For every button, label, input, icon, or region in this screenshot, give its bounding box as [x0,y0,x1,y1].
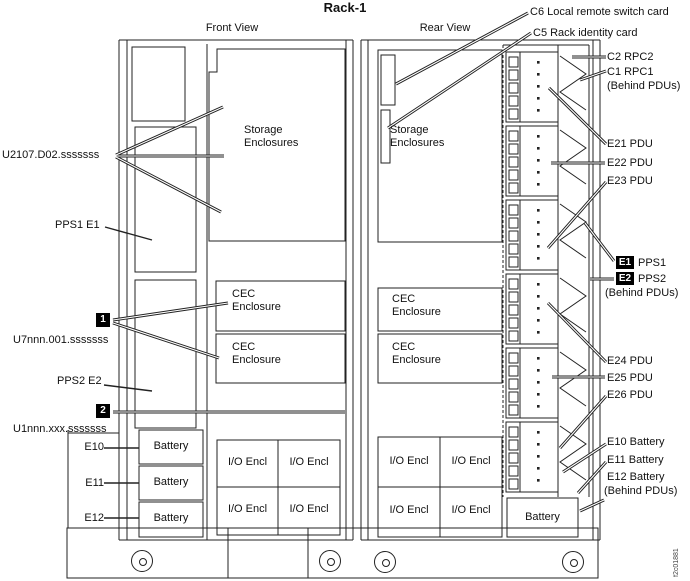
pdu-outlet-dots [537,61,540,482]
diagram-title: Rack-1 [323,0,367,15]
rear-io-encl-1: I/O Encl [389,455,429,467]
location-code-u1nnn: U1nnn.xxx.sssssss [13,423,107,435]
rear-io-grid [377,436,503,538]
rear-cec2-label: CEC Enclosure [392,341,441,366]
front-battery-e11: Battery [153,476,189,488]
c5-identity-card-label: C5 Rack identity card [533,27,638,39]
front-storage-label: Storage Enclosures [244,124,299,149]
pdu-cable-arms [559,55,587,481]
callout-marker-1: 1 [96,313,110,327]
rear-battery-box [506,497,579,538]
front-io-encl-4: I/O Encl [289,503,329,515]
c6-switch-card-label: C6 Local remote switch card [530,6,669,18]
front-io-encl-3: I/O Encl [227,503,268,515]
e23-pdu-label: E23 PDU [607,175,653,187]
rear-cec1-label: CEC Enclosure [392,293,441,318]
front-storage-box [208,48,346,242]
e1-chip: E1 [616,256,634,269]
rear-io-encl-3: I/O Encl [389,504,429,516]
e2-chip: E2 [616,272,634,285]
front-rack-frame [118,39,354,541]
caster-wheels [131,550,584,573]
front-cec-boxes [215,280,346,384]
e12-behind-pdus-note: (Behind PDUs) [604,485,678,497]
rear-battery-label: Battery [525,511,560,523]
leader-lines [103,11,616,519]
e2-pps2-label: PPS2 [638,273,667,285]
e10-battery-label: E10 Battery [607,436,665,448]
front-view-title: Front View [205,22,259,34]
rear-io-encl-2: I/O Encl [451,455,491,467]
rear-cec-boxes [377,287,503,384]
front-io-grid [216,439,341,536]
c1-rpc1-label: C1 RPC1 [607,66,654,78]
pdu-module-frames [505,51,559,493]
c1-behind-pdus-note: (Behind PDUs) [607,80,681,92]
c2-rpc2-label: C2 RPC2 [607,51,654,63]
rack-base [66,430,599,579]
front-io-encl-1: I/O Encl [227,456,268,468]
front-io-encl-2: I/O Encl [289,456,329,468]
location-code-u2107: U2107.D02.sssssss [2,149,100,161]
front-cec2-label: CEC Enclosure [232,341,281,366]
e26-pdu-label: E26 PDU [607,389,653,401]
e22-pdu-label: E22 PDU [607,157,653,169]
e10-label: E10 [84,441,104,453]
pps1-e1-label: PPS1 E1 [55,219,100,231]
e25-pdu-label: E25 PDU [607,372,653,384]
e12-label: E12 [84,512,104,524]
e11-label: E11 [85,477,104,489]
e1-pps1-label: PPS1 [638,257,667,269]
figure-id-watermark: f2c01881 [673,548,680,577]
e11-battery-label: E11 Battery [607,454,664,466]
pps-behind-pdus-note: (Behind PDUs) [605,287,679,299]
pdu-column [502,44,590,497]
rear-card-slots [380,54,396,164]
rear-view-title: Rear View [419,22,471,34]
pps2-e2-label: PPS2 E2 [57,375,102,387]
e21-pdu-label: E21 PDU [607,138,653,150]
rear-io-encl-4: I/O Encl [451,504,491,516]
front-cec1-label: CEC Enclosure [232,288,281,313]
location-code-u7nnn: U7nnn.001.sssssss [13,334,109,346]
callout-marker-2: 2 [96,404,110,418]
front-battery-e10: Battery [153,440,189,452]
front-battery-boxes [138,429,204,538]
e12-battery-label: E12 Battery [607,471,665,483]
e24-pdu-label: E24 PDU [607,355,653,367]
rear-storage-label: Storage Enclosures [390,124,445,149]
pdu-connector-slots [508,56,519,490]
front-battery-e12: Battery [153,512,189,524]
